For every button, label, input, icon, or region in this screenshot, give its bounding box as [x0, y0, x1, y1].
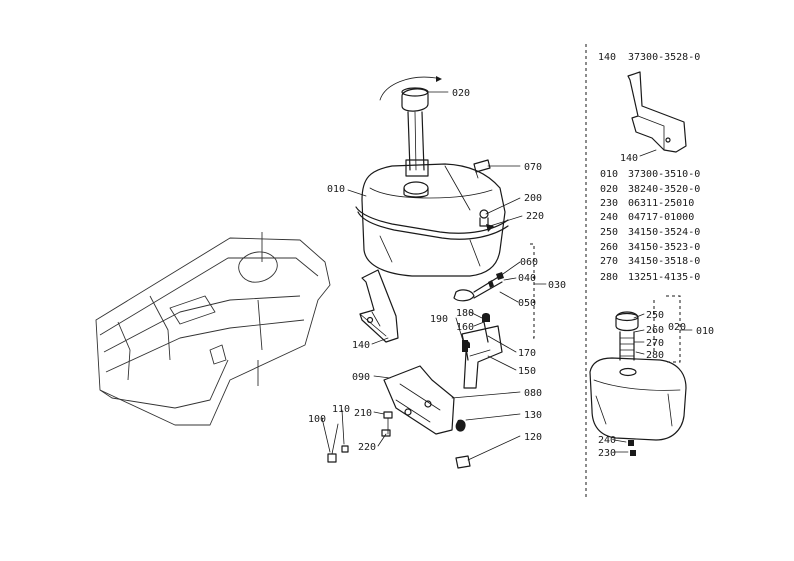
callout-190: 190 — [430, 314, 448, 325]
parts-row-part: 34150-3524-0 — [628, 227, 700, 238]
parts-row-ref: 230 — [600, 198, 618, 209]
callout-080: 080 — [524, 388, 542, 399]
callout-060: 060 — [520, 257, 538, 268]
detail-bracket-140: 140 — [620, 71, 687, 164]
tractor-body-outline — [95, 232, 331, 426]
callout-070: 070 — [524, 162, 542, 173]
parts-row-part: 37300-3510-0 — [628, 169, 700, 180]
detail-callout-240: 240 — [598, 435, 616, 446]
callout-210: 210 — [354, 408, 372, 419]
parts-row-part: 13251-4135-0 — [628, 272, 700, 283]
fuel-tank — [355, 163, 509, 277]
parts-row-ref: 280 — [600, 272, 618, 283]
callout-050: 050 — [518, 298, 536, 309]
detail-callout-260: 260 — [646, 325, 664, 336]
parts-row-part: 34150-3523-0 — [628, 242, 700, 253]
callout-040: 040 — [518, 273, 536, 284]
detail-callout-270: 270 — [646, 338, 664, 349]
parts-row-ref: 020 — [600, 184, 618, 195]
callout-220: 220 — [526, 211, 544, 222]
callout-090: 090 — [352, 372, 370, 383]
callout-130: 130 — [524, 410, 542, 421]
callout-170: 170 — [518, 348, 536, 359]
parts-row-ref: 260 — [600, 242, 618, 253]
parts-list: 140 37300-3528-0 010 37300-3510-0 020 38… — [598, 52, 700, 283]
callout-120: 120 — [524, 432, 542, 443]
parts-row-part: 04717-01000 — [628, 212, 694, 223]
callout-220-lower: 220 — [358, 442, 376, 453]
callout-150: 150 — [518, 366, 536, 377]
parts-row-ref: 240 — [600, 212, 618, 223]
callout-140: 140 — [352, 340, 370, 351]
parts-row-ref: 010 — [600, 169, 618, 180]
callout-100: 100 — [308, 414, 326, 425]
parts-row-ref: 250 — [600, 227, 618, 238]
detail-callout-010: 010 — [696, 326, 714, 337]
parts-row-part: 06311-25010 — [628, 198, 694, 209]
lower-mount-plate — [327, 340, 471, 469]
tank-bracket — [359, 269, 399, 343]
leader-lines — [321, 91, 547, 461]
callout-010: 010 — [327, 184, 345, 195]
callout-180: 180 — [456, 308, 474, 319]
parts-list-top-part: 37300-3528-0 — [628, 52, 700, 63]
main-callouts: 020 070 010 200 220 060 040 030 050 190 … — [308, 88, 566, 453]
filler-cap-gauge — [379, 76, 442, 177]
detail-fuel-tank — [589, 295, 693, 456]
callout-200: 200 — [524, 193, 542, 204]
callout-030: 030 — [548, 280, 566, 291]
parts-list-top-ref: 140 — [598, 52, 616, 63]
callout-160: 160 — [456, 322, 474, 333]
tank-hardware — [453, 159, 504, 389]
detail-callout-230: 230 — [598, 448, 616, 459]
parts-row-part: 38240-3520-0 — [628, 184, 700, 195]
parts-row-part: 34150-3518-0 — [628, 256, 700, 267]
detail-callouts: 250 260 270 280 020 010 240 230 — [598, 310, 714, 459]
parts-row-ref: 270 — [600, 256, 618, 267]
detail-callout-020: 020 — [668, 322, 686, 333]
detail-callout-250: 250 — [646, 310, 664, 321]
callout-020: 020 — [452, 88, 470, 99]
detail-callout-280: 280 — [646, 350, 664, 361]
callout-110: 110 — [332, 404, 350, 415]
detail-callout-140: 140 — [620, 153, 638, 164]
